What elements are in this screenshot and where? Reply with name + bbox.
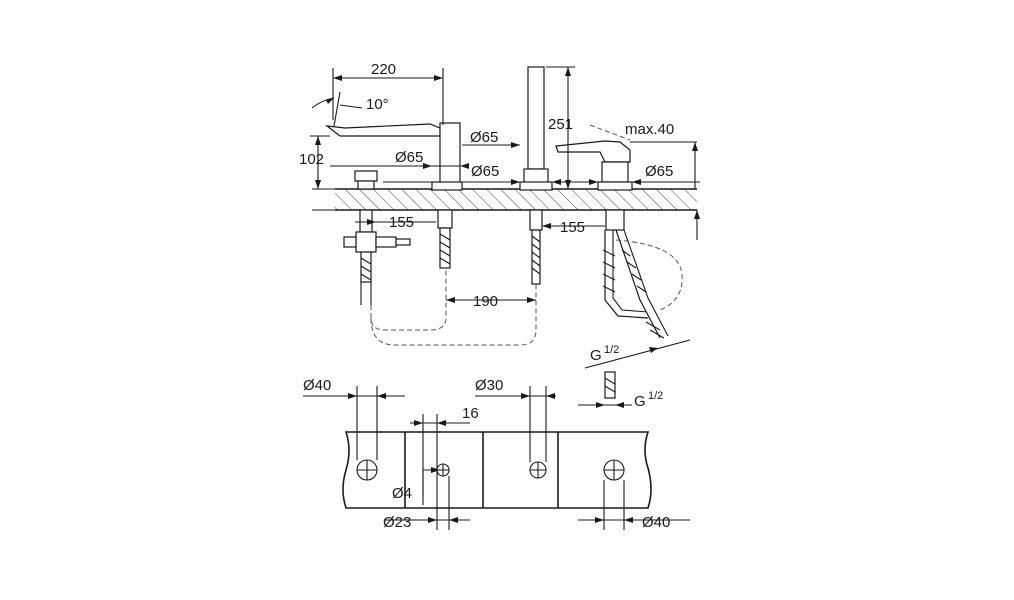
dim-mixer-dia-label: Ø65 <box>645 163 673 180</box>
dim-handshower-dia: Ø65 <box>383 163 561 185</box>
dim-pin-label: Ø4 <box>392 485 412 502</box>
dim-max40-label: max.40 <box>625 121 674 138</box>
diverter-valve <box>343 170 411 305</box>
dim-hole-right: Ø40 <box>578 480 690 531</box>
dim-hole-left: Ø40 <box>303 377 405 460</box>
dim-hole-middle-label: Ø30 <box>475 377 503 394</box>
dim-155-left: 155 <box>355 214 436 231</box>
dim-handshower-dia-top-label: Ø65 <box>470 129 498 146</box>
dim-thread-upper: G 1/2 <box>584 339 691 369</box>
dim-hole-left-label: Ø40 <box>303 377 331 394</box>
hose-route-left <box>370 268 447 331</box>
dim-190: 190 <box>446 293 536 310</box>
thread-upper-label: G <box>590 347 602 364</box>
dim-handshower-dia-top: Ø65 <box>462 129 520 148</box>
dim-hole-middle: Ø30 <box>475 377 556 462</box>
dim-102: 102 <box>299 135 330 189</box>
dim-offset-16-label: 16 <box>462 405 479 422</box>
thread-lower-fraction: 1/2 <box>648 390 663 402</box>
dim-251: 251 <box>546 66 575 189</box>
hand-shower <box>519 66 553 285</box>
dim-mixer-dia: Ø65 <box>560 163 700 185</box>
dim-spout-dia: Ø65 <box>330 149 469 169</box>
dim-hole-small: Ø23 <box>383 476 470 531</box>
dim-10deg-label: 10° <box>366 96 389 113</box>
dim-max40: max.40 <box>589 121 698 189</box>
dim-handshower-dia-label: Ø65 <box>471 163 499 180</box>
dim-155-right-label: 155 <box>560 219 585 236</box>
dim-155-right: 155 <box>542 219 605 236</box>
thread-lower-label: G <box>634 393 646 410</box>
dim-251-label: 251 <box>548 116 573 133</box>
mixer <box>555 140 669 339</box>
dim-220: 220 <box>332 61 444 125</box>
hose-route-right <box>615 239 683 311</box>
thread-fitting: G 1/2 <box>578 371 663 410</box>
hose-route-middle <box>370 284 537 346</box>
spout <box>324 122 463 269</box>
dim-hole-right-label: Ø40 <box>642 514 670 531</box>
dim-offset-16: 16 <box>410 405 479 530</box>
dim-190-label: 190 <box>473 293 498 310</box>
deck-section <box>312 188 697 211</box>
dim-pin: Ø4 <box>392 467 440 502</box>
dim-220-label: 220 <box>371 61 396 78</box>
dim-spout-dia-label: Ø65 <box>395 149 423 166</box>
dim-10deg: 10° <box>311 91 389 127</box>
dim-hole-small-label: Ø23 <box>383 514 411 531</box>
deck-plan <box>342 431 652 509</box>
dim-102-label: 102 <box>299 151 324 168</box>
dim-155-left-label: 155 <box>389 214 414 231</box>
thread-upper-fraction: 1/2 <box>604 344 619 356</box>
